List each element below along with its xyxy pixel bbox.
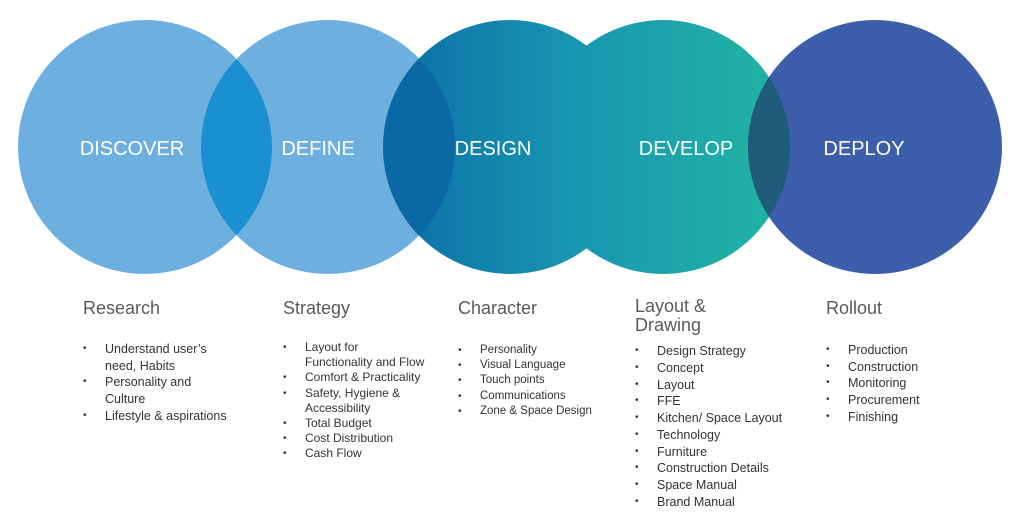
list-item: Space Manual [635, 477, 782, 494]
column-heading: Rollout [826, 298, 883, 318]
design-develop-blob [383, 20, 790, 274]
list-item: Comfort & Practicality [283, 370, 424, 385]
stage-circles: DISCOVER DEFINE DESIGN DEVELOP DEPLOY [18, 20, 1002, 274]
list-item: Procurement [826, 392, 920, 409]
list-item: Construction Details [635, 460, 782, 477]
research-column: Research Understand user’s need, Habits … [83, 299, 227, 425]
stage-label-define: DEFINE [281, 138, 354, 160]
strategy-column: Strategy Layout for Functionality and Fl… [283, 299, 424, 462]
bullet-list: Understand user’s need, Habits Personali… [83, 341, 227, 425]
stage-label-deploy: DEPLOY [823, 138, 904, 160]
list-item: Safety, Hygiene & Accessibility [283, 386, 424, 416]
list-item: Finishing [826, 409, 920, 426]
bullet-list: Layout for Functionality and Flow Comfor… [283, 340, 424, 462]
list-item: Layout [635, 377, 782, 394]
discover-circle [18, 20, 272, 274]
list-item: Lifestyle & aspirations [83, 408, 227, 425]
deploy-circle [748, 20, 1002, 274]
list-item: Technology [635, 427, 782, 444]
bullet-list: Design Strategy Concept Layout FFE Kitch… [635, 343, 782, 511]
column-heading: Research [83, 298, 161, 318]
list-item: Visual Language [458, 358, 592, 373]
list-item: Design Strategy [635, 343, 782, 360]
stage-label-discover: DISCOVER [80, 138, 184, 160]
list-item: Personality and Culture [83, 374, 227, 407]
list-item: Concept [635, 360, 782, 377]
list-item: Total Budget [283, 416, 424, 431]
list-item: Understand user’s need, Habits [83, 341, 227, 374]
bullet-list: Personality Visual Language Touch points… [458, 343, 592, 419]
list-item: Zone & Space Design [458, 404, 592, 419]
bullet-list: Production Construction Monitoring Procu… [826, 342, 920, 426]
list-item: Monitoring [826, 375, 920, 392]
list-item: FFE [635, 393, 782, 410]
list-item: Communications [458, 389, 592, 404]
list-item: Cash Flow [283, 446, 424, 461]
list-item: Personality [458, 343, 592, 358]
list-item: Kitchen/ Space Layout [635, 410, 782, 427]
list-item: Furniture [635, 444, 782, 461]
character-column: Character Personality Visual Language To… [458, 298, 592, 420]
list-item: Touch points [458, 373, 592, 388]
column-heading: Layout & Drawing [635, 296, 707, 335]
column-heading: Character [458, 298, 538, 318]
list-item: Production [826, 342, 920, 359]
stage-label-design: DESIGN [455, 138, 532, 160]
list-item: Construction [826, 359, 920, 376]
list-item: Cost Distribution [283, 431, 424, 446]
list-item: Layout for Functionality and Flow [283, 340, 424, 370]
define-circle [201, 20, 455, 274]
stage-label-develop: DEVELOP [639, 138, 733, 160]
rollout-column: Rollout Production Construction Monitori… [826, 299, 920, 426]
column-heading: Strategy [283, 298, 351, 318]
list-item: Brand Manual [635, 494, 782, 511]
layout-drawing-column: Layout & Drawing Design Strategy Concept… [635, 297, 782, 511]
